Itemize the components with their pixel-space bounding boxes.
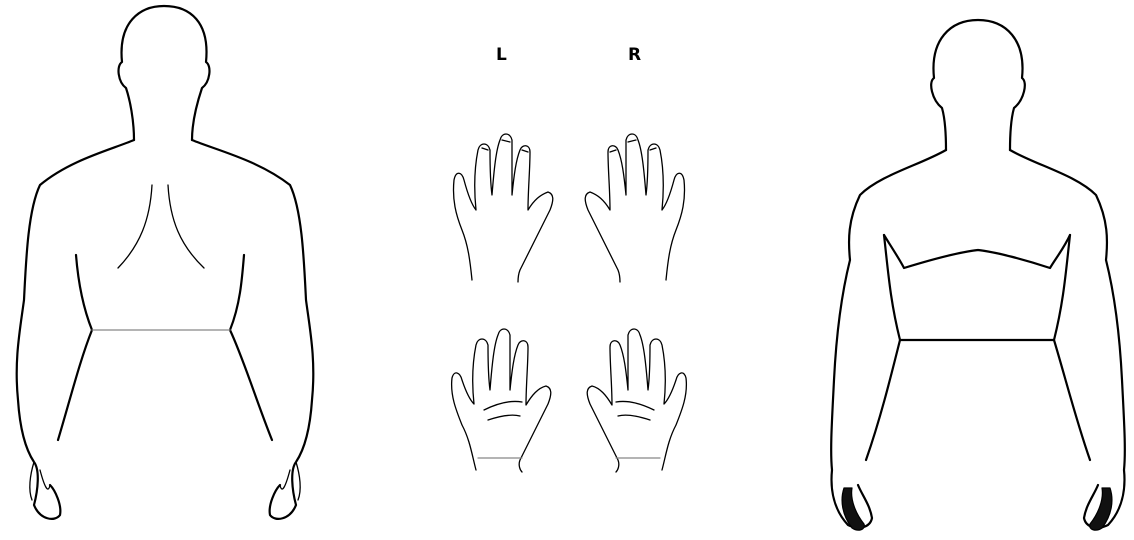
hand-label-right: R [628,47,641,64]
hand-left-dorsal-outline [453,134,552,282]
hand-left-dorsal[interactable] [453,134,552,282]
hand-right-palm-creases [616,401,654,420]
hand-right-dorsal[interactable] [585,134,684,282]
hand-right-palm-outline [587,329,686,472]
hand-left-palm-creases [484,401,522,420]
hand-left-palm-outline [452,329,551,472]
hand-left-palm[interactable] [452,329,551,472]
hand-right-palm[interactable] [587,329,686,472]
hand-label-left: L [496,47,507,64]
hand-right-dorsal-outline [585,134,684,282]
